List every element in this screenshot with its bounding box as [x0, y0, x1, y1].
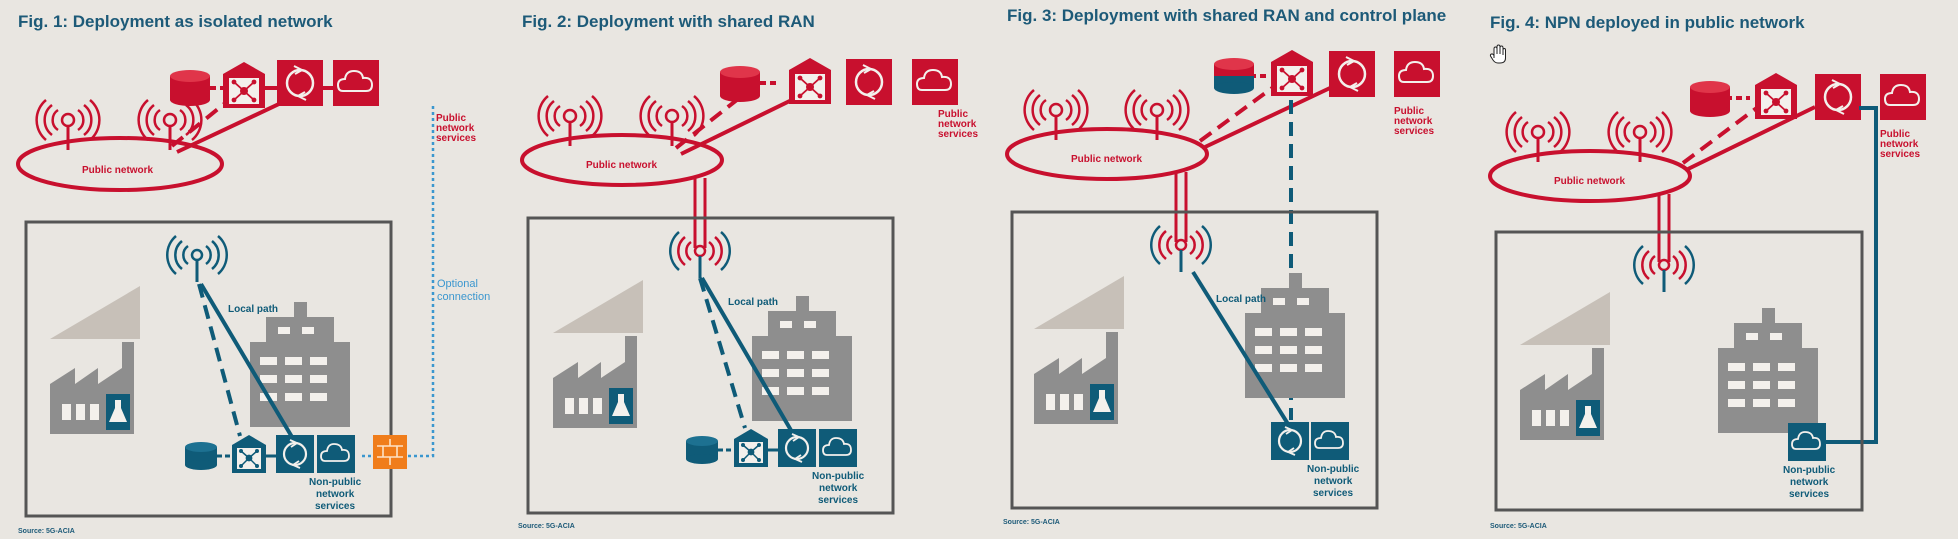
- cloud-icon: [1393, 50, 1441, 98]
- antenna-icon: [1124, 88, 1190, 142]
- public-network-label: Public network: [82, 165, 154, 176]
- figure-1: Fig. 1: Deployment as isolated network P…: [16, 12, 490, 535]
- factory-icon: [50, 286, 140, 434]
- enterprise-boundary: [24, 220, 393, 518]
- antenna-icon: [1607, 110, 1673, 164]
- network-function-icon: [231, 434, 267, 474]
- database-icon: [686, 436, 718, 464]
- user-plane-icon: [844, 57, 894, 107]
- figure-4: Fig. 4: NPN deployed in public network P…: [1488, 13, 1927, 530]
- cloud-icon: [332, 59, 380, 107]
- figure-3: Fig. 3: Deployment with shared RAN and c…: [1003, 6, 1446, 526]
- user-plane-icon: [776, 427, 818, 469]
- public-network-label: Public network: [1554, 176, 1626, 187]
- database-icon: [720, 66, 760, 102]
- factory-icon: [1034, 276, 1124, 424]
- cloud-icon: [1879, 73, 1927, 121]
- cloud-icon: [316, 434, 356, 474]
- cloud-icon: [1787, 422, 1827, 462]
- antenna-icon: [165, 234, 229, 284]
- antenna-icon: [639, 94, 705, 148]
- network-function-icon: [1754, 72, 1798, 120]
- figure-title: Fig. 3: Deployment with shared RAN and c…: [1007, 6, 1446, 25]
- antenna-icon: [1149, 224, 1213, 274]
- local-path-label: Local path: [228, 304, 278, 315]
- firewall-icon: [373, 435, 407, 469]
- public-network-ellipse: [1488, 149, 1692, 203]
- antenna-icon: [1023, 88, 1089, 142]
- figure-2: Fig. 2: Deployment with shared RAN Publi…: [518, 12, 978, 530]
- factory-icon: [1520, 292, 1610, 440]
- user-plane-icon: [1813, 72, 1863, 122]
- hand-cursor-icon: [1489, 44, 1506, 64]
- database-icon: [185, 442, 217, 470]
- cloud-icon: [911, 58, 959, 106]
- database-icon: [1690, 81, 1730, 117]
- database-icon: [170, 70, 210, 106]
- public-network-ellipse: [520, 133, 724, 187]
- figure-title: Fig. 2: Deployment with shared RAN: [522, 12, 815, 31]
- antenna-icon: [537, 94, 603, 148]
- user-plane-icon: [275, 58, 325, 108]
- network-function-icon: [1270, 49, 1314, 97]
- enterprise-boundary: [1010, 210, 1379, 510]
- antenna-icon: [668, 230, 732, 280]
- antenna-icon: [137, 98, 203, 152]
- source-label: Source: 5G-ACIA: [1490, 523, 1547, 530]
- local-path-label: Local path: [1216, 294, 1266, 305]
- antenna-icon: [1505, 110, 1571, 164]
- antenna-icon: [35, 98, 101, 152]
- network-function-icon: [733, 428, 769, 468]
- office-building-icon: [1718, 308, 1818, 433]
- source-label: Source: 5G-ACIA: [518, 523, 575, 530]
- source-label: Source: 5G-ACIA: [1003, 519, 1060, 526]
- factory-icon: [553, 280, 643, 428]
- network-function-icon: [222, 61, 266, 109]
- source-label: Source: 5G-ACIA: [18, 528, 75, 535]
- enterprise-boundary: [526, 216, 895, 515]
- antenna-icon: [1632, 244, 1696, 294]
- public-network-ellipse: [1005, 127, 1209, 181]
- local-path-label: Local path: [728, 297, 778, 308]
- public-network-label: Public network: [586, 160, 658, 171]
- figure-title: Fig. 1: Deployment as isolated network: [18, 12, 333, 31]
- public-network-ellipse: [16, 136, 224, 192]
- user-plane-icon: [1269, 420, 1311, 462]
- office-building-icon: [250, 302, 350, 427]
- network-function-icon: [788, 57, 832, 105]
- cloud-icon: [1310, 421, 1350, 461]
- office-building-icon: [752, 296, 852, 421]
- user-plane-icon: [1327, 49, 1377, 99]
- figure-title: Fig. 4: NPN deployed in public network: [1490, 13, 1805, 32]
- public-network-label: Public network: [1071, 154, 1143, 165]
- enterprise-boundary: [1494, 230, 1864, 512]
- user-plane-icon: [274, 433, 316, 475]
- cloud-icon: [818, 428, 858, 468]
- database-icon: [1214, 58, 1254, 94]
